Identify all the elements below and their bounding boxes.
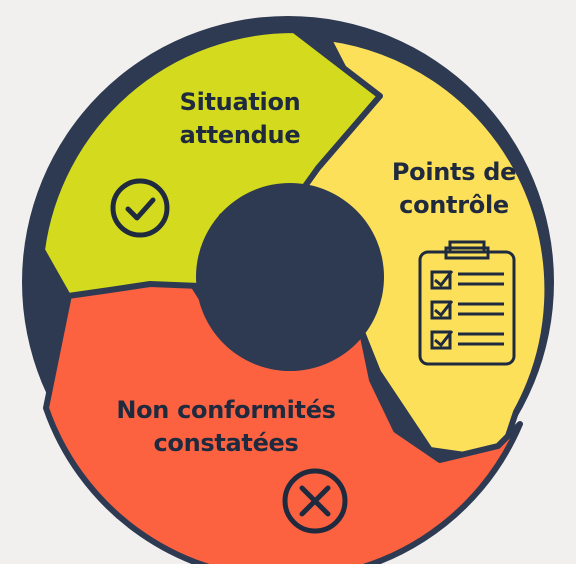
clipboard-checklist-icon [418, 240, 516, 366]
x-circle-icon [282, 468, 348, 534]
check-circle-icon [110, 178, 170, 238]
label-line: attendue [179, 121, 301, 149]
segment-label-points: Points de contrôle [384, 156, 524, 222]
label-line: contrôle [399, 191, 509, 219]
segment-points-de-controle [297, 35, 551, 463]
center-hub [196, 183, 384, 371]
label-line: Non conformités [116, 396, 336, 424]
label-line: constatées [153, 429, 299, 457]
label-line: Situation [179, 88, 301, 116]
label-line: Points de [391, 158, 517, 186]
segment-label-non-conformites: Non conformités constatées [96, 394, 356, 460]
segment-label-situation: Situation attendue [170, 86, 310, 152]
